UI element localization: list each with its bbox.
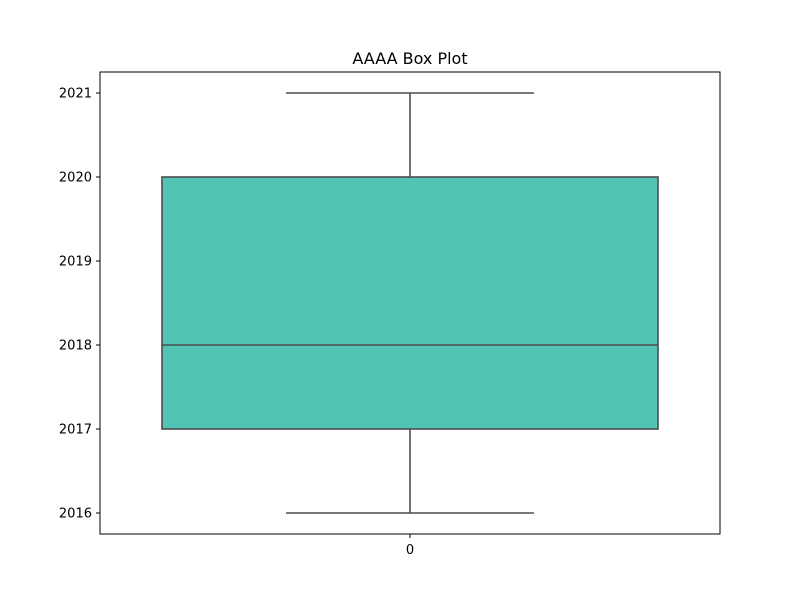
plot-area: 2016 2017 2018 2019 2020 2021 0 — [59, 71, 721, 558]
y-tick-label: 2019 — [59, 255, 92, 270]
y-tick-label: 2020 — [59, 171, 92, 186]
box-iqr — [161, 176, 659, 430]
x-tick-label: 0 — [406, 543, 414, 558]
chart-title: AAAA Box Plot — [352, 49, 467, 68]
y-tick-label: 2016 — [59, 507, 92, 522]
y-tick-label: 2021 — [59, 87, 92, 102]
y-tick-label: 2017 — [59, 423, 92, 438]
y-tick-label: 2018 — [59, 339, 92, 354]
